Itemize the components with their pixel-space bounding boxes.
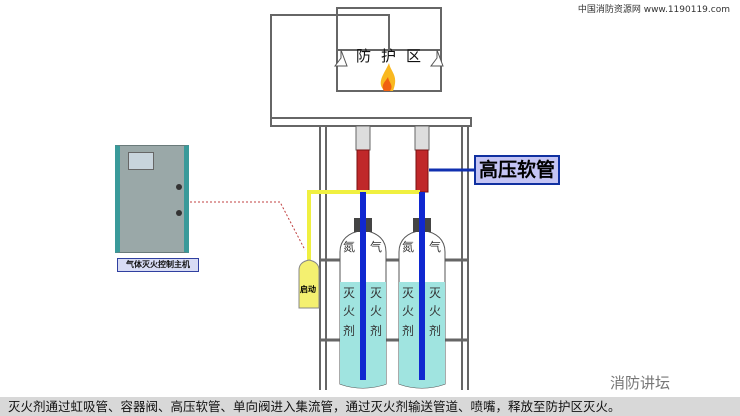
starter-cylinder (298, 259, 320, 309)
agent-text: 火 (370, 304, 383, 318)
siphon-tube (419, 192, 425, 380)
cylinder-text: 氮 (402, 240, 415, 254)
watermark: 消防讲坛 (610, 374, 671, 392)
gas-extinguishing-controller (115, 145, 189, 253)
agent-text: 灭 (429, 286, 442, 300)
cylinder-text: 气 (370, 240, 383, 254)
controller-knob (176, 184, 182, 190)
cylinder-text: 氮 (343, 240, 356, 254)
high-pressure-hose (356, 149, 370, 193)
high-pressure-hose (415, 149, 429, 193)
agent-text: 剂 (429, 324, 442, 338)
container-valve (414, 125, 430, 151)
agent-text: 剂 (370, 324, 383, 338)
manifold (270, 117, 472, 127)
nozzle-icon (334, 49, 444, 67)
agent-text: 剂 (402, 324, 415, 338)
agent-text: 剂 (343, 324, 356, 338)
agent-text: 灭 (370, 286, 383, 300)
controller-label: 气体灭火控制主机 (117, 258, 199, 272)
starter-label: 启动 (300, 285, 316, 294)
delivery-pipe (270, 14, 390, 122)
site-credit: 中国消防资源网 www.1190119.com (577, 5, 730, 15)
controller-screen (128, 152, 154, 170)
signal-line (190, 201, 306, 251)
siphon-tube (360, 192, 366, 380)
agent-text: 火 (402, 304, 415, 318)
rack-frame (319, 126, 469, 390)
hose-label: 高压软管 (474, 155, 560, 185)
cylinder-text: 气 (429, 240, 442, 254)
agent-text: 火 (343, 304, 356, 318)
pilot-pipe (307, 190, 420, 262)
caption: 灭火剂通过虹吸管、容器阀、高压软管、单向阀进入集流管，通过灭火剂输送管道、喷嘴，… (0, 397, 740, 416)
protection-zone-label: 防护区 (356, 47, 432, 65)
agent-text: 灭 (343, 286, 356, 300)
controller-knob (176, 210, 182, 216)
agent-text: 灭 (402, 286, 415, 300)
agent-text: 火 (429, 304, 442, 318)
container-valve (355, 125, 371, 151)
